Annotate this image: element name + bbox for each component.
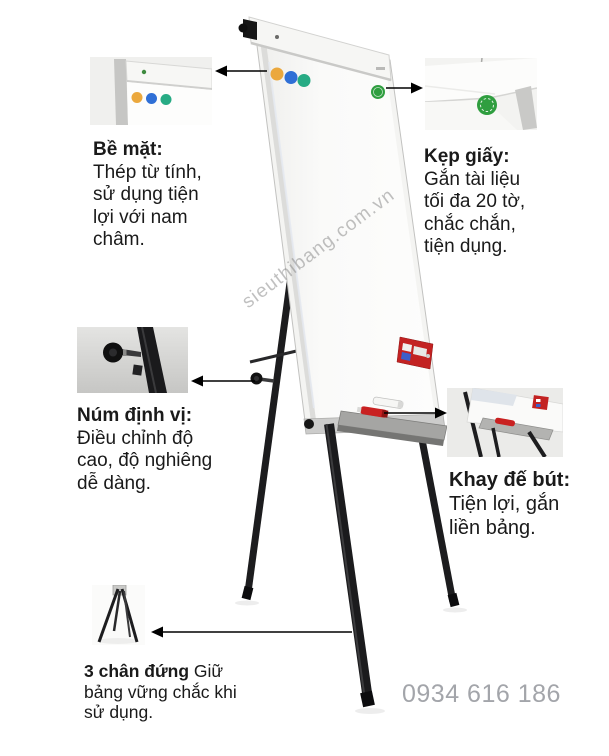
red-marker (495, 417, 515, 427)
arrowhead-knob (191, 375, 203, 387)
red-marker (356, 406, 389, 418)
callout-surface-title: Bề mặt: (93, 139, 163, 160)
clamp-zoom-image (425, 58, 537, 130)
arrowhead-surface (215, 65, 227, 77)
knob-zoom-image (77, 327, 188, 393)
callout-line: lợi với nam (93, 206, 188, 228)
magnet-green (160, 94, 172, 105)
tilt-knob (304, 419, 314, 429)
callout-line: Tiện lợi, gắn (449, 493, 560, 515)
center-leg (324, 423, 373, 701)
magnet-orange (131, 92, 143, 103)
marker-holder (396, 336, 434, 370)
callout-line: 3 chân đứng Giữ (84, 661, 262, 682)
callout-surface-text: Bề mặt: Thép từ tính, sử dụng tiện lợi v… (93, 139, 225, 252)
green-sticker (371, 85, 385, 99)
callout-line: liền bảng. (449, 517, 536, 539)
callout-knob-title: Núm định vị: (77, 405, 193, 426)
white-marker (372, 396, 404, 409)
callout-line: chắc chắn, (424, 213, 516, 235)
phone-number: 0934 616 186 (402, 680, 561, 708)
callout-line: châm. (93, 229, 145, 250)
callout-line: Gắn tài liệu (424, 168, 521, 190)
pen-tray (337, 396, 448, 446)
magnet-blue (146, 93, 157, 104)
clamp-end-cap (243, 19, 257, 40)
feet (235, 585, 467, 714)
callout-line: sử dụng tiện (93, 184, 199, 205)
tray-zoom-image (447, 388, 563, 457)
callout-tray-text: Khay đế bút: Tiện lợi, gắn liền bảng. (449, 468, 599, 540)
callout-clamp-text: Kẹp giấy: Gắn tài liệu tối đa 20 tờ, chắ… (424, 146, 556, 259)
callout-clamp-title: Kẹp giấy: (424, 146, 510, 167)
callout-line: cao, độ nghiêng (77, 450, 213, 471)
callout-legs-text: 3 chân đứng Giữ bảng vững chắc khi sử dụ… (84, 661, 262, 723)
green-sticker (477, 95, 497, 115)
callout-line: bảng vững chắc khi (84, 681, 237, 702)
callout-line: sử dụng. (84, 702, 154, 722)
magnet-green (297, 74, 311, 87)
callout-knob-text: Núm định vị: Điều chỉnh độ cao, độ nghiê… (77, 405, 229, 495)
left-leg (244, 267, 296, 593)
callout-line: tối đa 20 tờ, (424, 191, 526, 212)
callout-line: Thép từ tính, (93, 161, 202, 183)
callout-tray-title: Khay đế bút: (449, 469, 571, 491)
callout-line: Điều chỉnh độ (77, 427, 194, 449)
callout-arrows (151, 65, 447, 638)
paper-clamp-bar (238, 16, 392, 82)
arrowhead-clamp (411, 82, 423, 94)
legs-zoom-image (92, 585, 145, 645)
whiteboard (253, 21, 446, 435)
arrowhead-legs (151, 626, 163, 638)
callout-line: dễ dàng. (77, 472, 151, 494)
marker-holder (532, 395, 549, 411)
surface-zoom-image (90, 57, 212, 125)
callout-line: tiện dụng. (424, 236, 508, 257)
callout-legs-rest: Giữ (189, 661, 224, 681)
magnet-blue (284, 71, 298, 84)
magnet-orange (270, 67, 284, 81)
arrowhead-tray (435, 407, 447, 419)
callout-legs-title: 3 chân đứng (84, 661, 190, 681)
